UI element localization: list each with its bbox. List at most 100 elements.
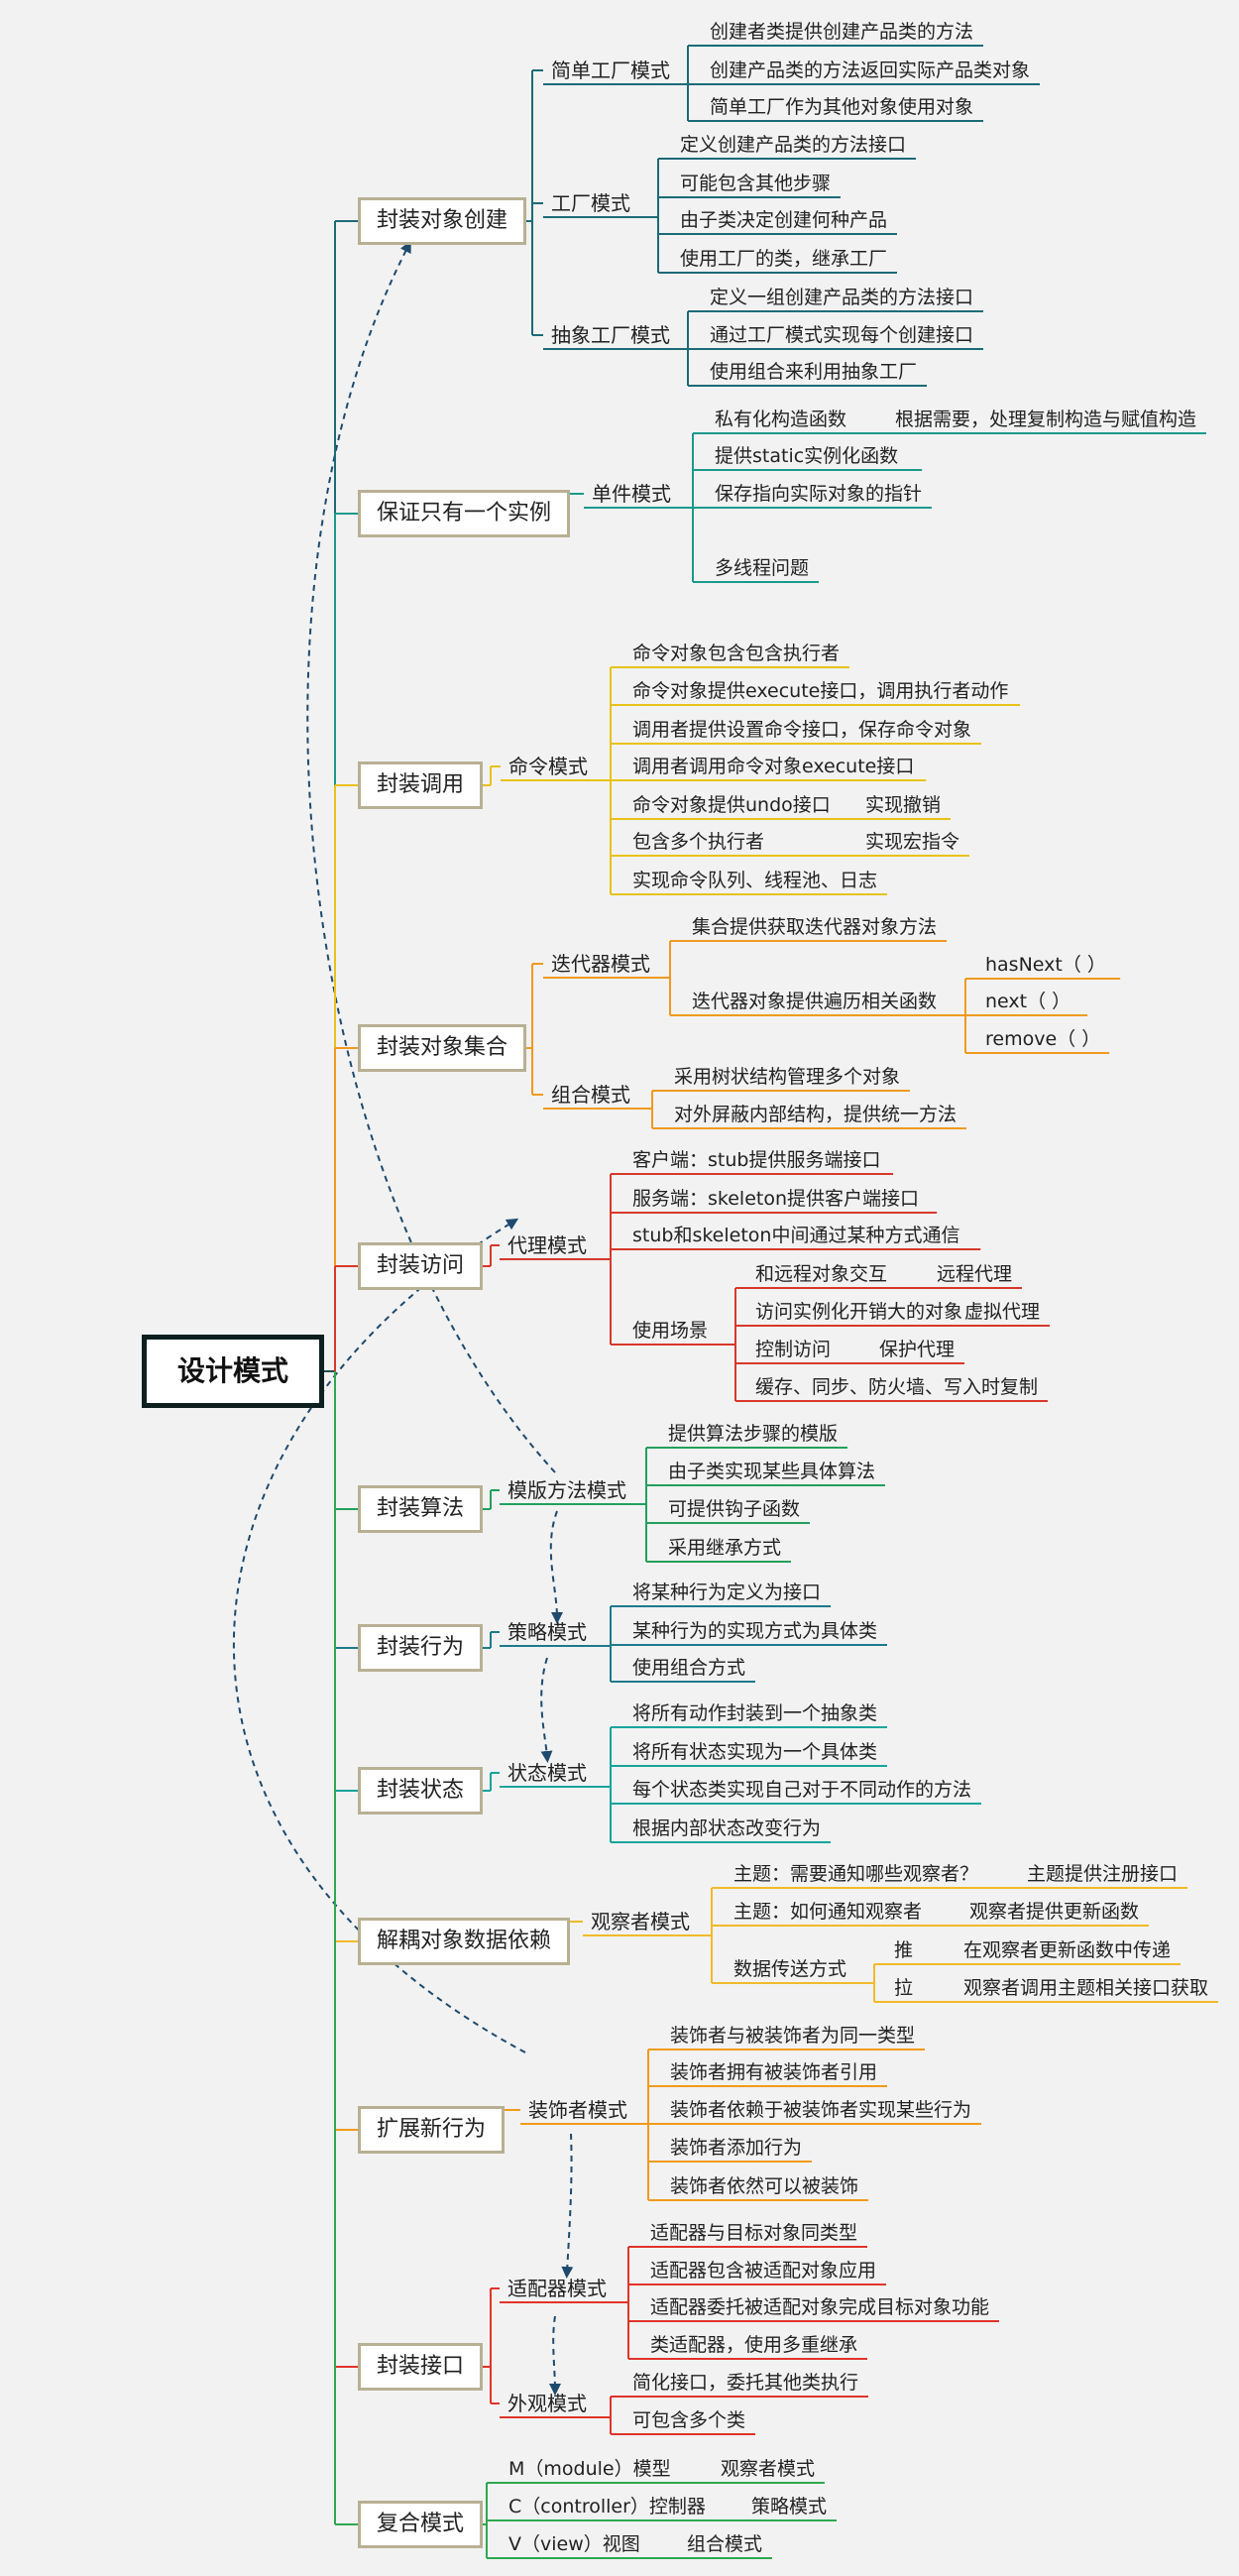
sub-item-label[interactable]: 推: [894, 1939, 914, 1961]
sub-item-label[interactable]: 拉: [894, 1977, 914, 1999]
item-label[interactable]: 数据传送方式: [733, 1958, 847, 1980]
category-node[interactable]: 封装访问: [358, 1242, 484, 1290]
item-label[interactable]: 实现命令队列、线程池、日志: [632, 870, 878, 891]
item-note[interactable]: 观察者提供更新函数: [969, 1901, 1140, 1923]
item-label[interactable]: 主题：需要通知哪些观察者？: [733, 1863, 979, 1885]
pattern-label[interactable]: 外观模式: [507, 2392, 587, 2415]
sub-item-label[interactable]: remove（ ）: [985, 1028, 1101, 1050]
item-label[interactable]: 使用工厂的类，继承工厂: [680, 248, 888, 270]
item-label[interactable]: 保存指向实际对象的指针: [715, 483, 923, 505]
category-node[interactable]: 解耦对象数据依赖: [358, 1918, 571, 1965]
item-label[interactable]: 装饰者依然可以被装饰: [670, 2175, 859, 2197]
category-node[interactable]: 封装对象集合: [358, 1024, 527, 1072]
sub-item-label[interactable]: 访问实例化开销大的对象: [755, 1301, 963, 1323]
category-node[interactable]: 封装调用: [358, 761, 484, 809]
category-node[interactable]: 复合模式: [358, 2501, 484, 2548]
item-label[interactable]: 将所有动作封装到一个抽象类: [632, 1702, 878, 1724]
item-label[interactable]: 将所有状态实现为一个具体类: [632, 1741, 878, 1763]
item-label[interactable]: 命令对象包含包含执行者: [632, 643, 841, 664]
item-note[interactable]: 根据需要，处理复制构造与赋值构造: [895, 409, 1197, 430]
sub-item-note[interactable]: 远程代理: [937, 1263, 1013, 1285]
item-label[interactable]: 私有化构造函数: [715, 409, 847, 430]
category-node[interactable]: 保证只有一个实例: [358, 490, 571, 537]
item-label[interactable]: 创建者类提供创建产品类的方法: [710, 21, 974, 43]
item-label[interactable]: 迭代器对象提供遍历相关函数: [692, 991, 938, 1012]
item-label[interactable]: 使用组合方式: [632, 1657, 746, 1679]
item-label[interactable]: 调用者调用命令对象execute接口: [632, 756, 915, 777]
sub-item-label[interactable]: 和远程对象交互: [755, 1263, 888, 1285]
item-label[interactable]: 包含多个执行者: [632, 831, 765, 853]
item-label[interactable]: 类适配器，使用多重继承: [650, 2334, 858, 2356]
sub-item-label[interactable]: next（ ）: [985, 991, 1071, 1012]
sub-item-note[interactable]: 在观察者更新函数中传递: [963, 1939, 1172, 1961]
item-label[interactable]: 定义创建产品类的方法接口: [680, 134, 907, 156]
item-label[interactable]: 对外屏蔽内部结构，提供统一方法: [674, 1104, 957, 1125]
pattern-label[interactable]: 单件模式: [592, 482, 671, 506]
root-node[interactable]: 设计模式: [142, 1335, 324, 1408]
item-label[interactable]: 适配器委托被适配对象完成目标对象功能: [650, 2296, 990, 2318]
item-label[interactable]: 使用组合来利用抽象工厂: [710, 361, 918, 383]
item-label[interactable]: 装饰者依赖于被装饰者实现某些行为: [670, 2099, 972, 2121]
pattern-label[interactable]: 代理模式: [507, 1233, 587, 1257]
item-note[interactable]: 观察者模式: [721, 2458, 816, 2480]
item-label[interactable]: 集合提供获取迭代器对象方法: [692, 916, 938, 938]
item-label[interactable]: 适配器与目标对象同类型: [650, 2222, 858, 2244]
item-label[interactable]: 每个状态类实现自己对于不同动作的方法: [632, 1779, 972, 1801]
item-label[interactable]: 调用者提供设置命令接口，保存命令对象: [632, 719, 972, 741]
item-label[interactable]: 创建产品类的方法返回实际产品类对象: [710, 59, 1031, 81]
item-label[interactable]: 使用场景: [632, 1320, 709, 1342]
pattern-label[interactable]: 策略模式: [507, 1620, 587, 1644]
item-label[interactable]: 简单工厂作为其他对象使用对象: [710, 96, 974, 118]
item-label[interactable]: 由子类决定创建何种产品: [680, 209, 888, 231]
category-node[interactable]: 封装行为: [358, 1624, 484, 1672]
item-label[interactable]: 适配器包含被适配对象应用: [650, 2260, 877, 2282]
pattern-label[interactable]: 观察者模式: [591, 1910, 690, 1933]
item-note[interactable]: 实现宏指令: [865, 831, 960, 853]
item-label[interactable]: 装饰者与被装饰者为同一类型: [670, 2025, 916, 2047]
pattern-label[interactable]: 迭代器模式: [551, 952, 650, 976]
category-node[interactable]: 封装接口: [358, 2343, 484, 2391]
pattern-label[interactable]: 模版方法模式: [507, 1478, 626, 1502]
pattern-label[interactable]: 装饰者模式: [528, 2098, 627, 2122]
pattern-label[interactable]: 工厂模式: [551, 191, 630, 215]
item-label[interactable]: 可能包含其他步骤: [680, 173, 832, 194]
pattern-label[interactable]: 抽象工厂模式: [551, 323, 670, 347]
item-label[interactable]: 可提供钩子函数: [668, 1498, 801, 1520]
item-label[interactable]: 简化接口，委托其他类执行: [632, 2372, 859, 2394]
item-label[interactable]: 服务端：skeleton提供客户端接口: [632, 1188, 919, 1210]
item-label[interactable]: 提供算法步骤的模版: [668, 1423, 839, 1445]
category-node[interactable]: 封装对象创建: [358, 197, 527, 245]
sub-item-label[interactable]: hasNext（ ）: [985, 954, 1106, 976]
pattern-label[interactable]: 适配器模式: [507, 2277, 607, 2300]
item-label[interactable]: 通过工厂模式实现每个创建接口: [710, 324, 974, 346]
item-label[interactable]: M（module）模型: [508, 2458, 671, 2480]
item-label[interactable]: 根据内部状态改变行为: [632, 1817, 822, 1839]
item-label[interactable]: 某种行为的实现方式为具体类: [632, 1620, 878, 1642]
item-note[interactable]: 组合模式: [687, 2533, 763, 2555]
category-node[interactable]: 封装算法: [358, 1485, 484, 1533]
item-label[interactable]: 多线程问题: [715, 557, 810, 579]
item-label[interactable]: 提供static实例化函数: [715, 445, 899, 467]
item-label[interactable]: 由子类实现某些具体算法: [668, 1461, 876, 1482]
item-label[interactable]: 定义一组创建产品类的方法接口: [710, 287, 974, 308]
item-label[interactable]: 主题：如何通知观察者: [733, 1901, 923, 1923]
item-label[interactable]: 采用树状结构管理多个对象: [674, 1066, 901, 1088]
item-note[interactable]: 实现撤销: [865, 794, 942, 816]
category-node[interactable]: 封装状态: [358, 1767, 484, 1815]
category-node[interactable]: 扩展新行为: [358, 2106, 506, 2154]
sub-item-note[interactable]: 观察者调用主题相关接口获取: [963, 1977, 1209, 1999]
sub-item-label[interactable]: 控制访问: [755, 1339, 832, 1360]
item-label[interactable]: V（view）视图: [508, 2533, 640, 2555]
item-label[interactable]: 采用继承方式: [668, 1537, 782, 1559]
item-label[interactable]: 客户端：stub提供服务端接口: [632, 1149, 881, 1171]
pattern-label[interactable]: 简单工厂模式: [551, 59, 670, 82]
item-label[interactable]: 装饰者拥有被装饰者引用: [670, 2061, 878, 2083]
item-label[interactable]: stub和skeleton中间通过某种方式通信: [632, 1225, 960, 1246]
item-label[interactable]: 将某种行为定义为接口: [632, 1581, 822, 1603]
pattern-label[interactable]: 组合模式: [551, 1083, 630, 1107]
item-label[interactable]: 可包含多个类: [632, 2409, 746, 2431]
item-label[interactable]: 装饰者添加行为: [670, 2137, 803, 2159]
pattern-label[interactable]: 命令模式: [508, 755, 588, 778]
sub-item-note[interactable]: 虚拟代理: [964, 1301, 1041, 1323]
item-note[interactable]: 策略模式: [751, 2496, 828, 2517]
